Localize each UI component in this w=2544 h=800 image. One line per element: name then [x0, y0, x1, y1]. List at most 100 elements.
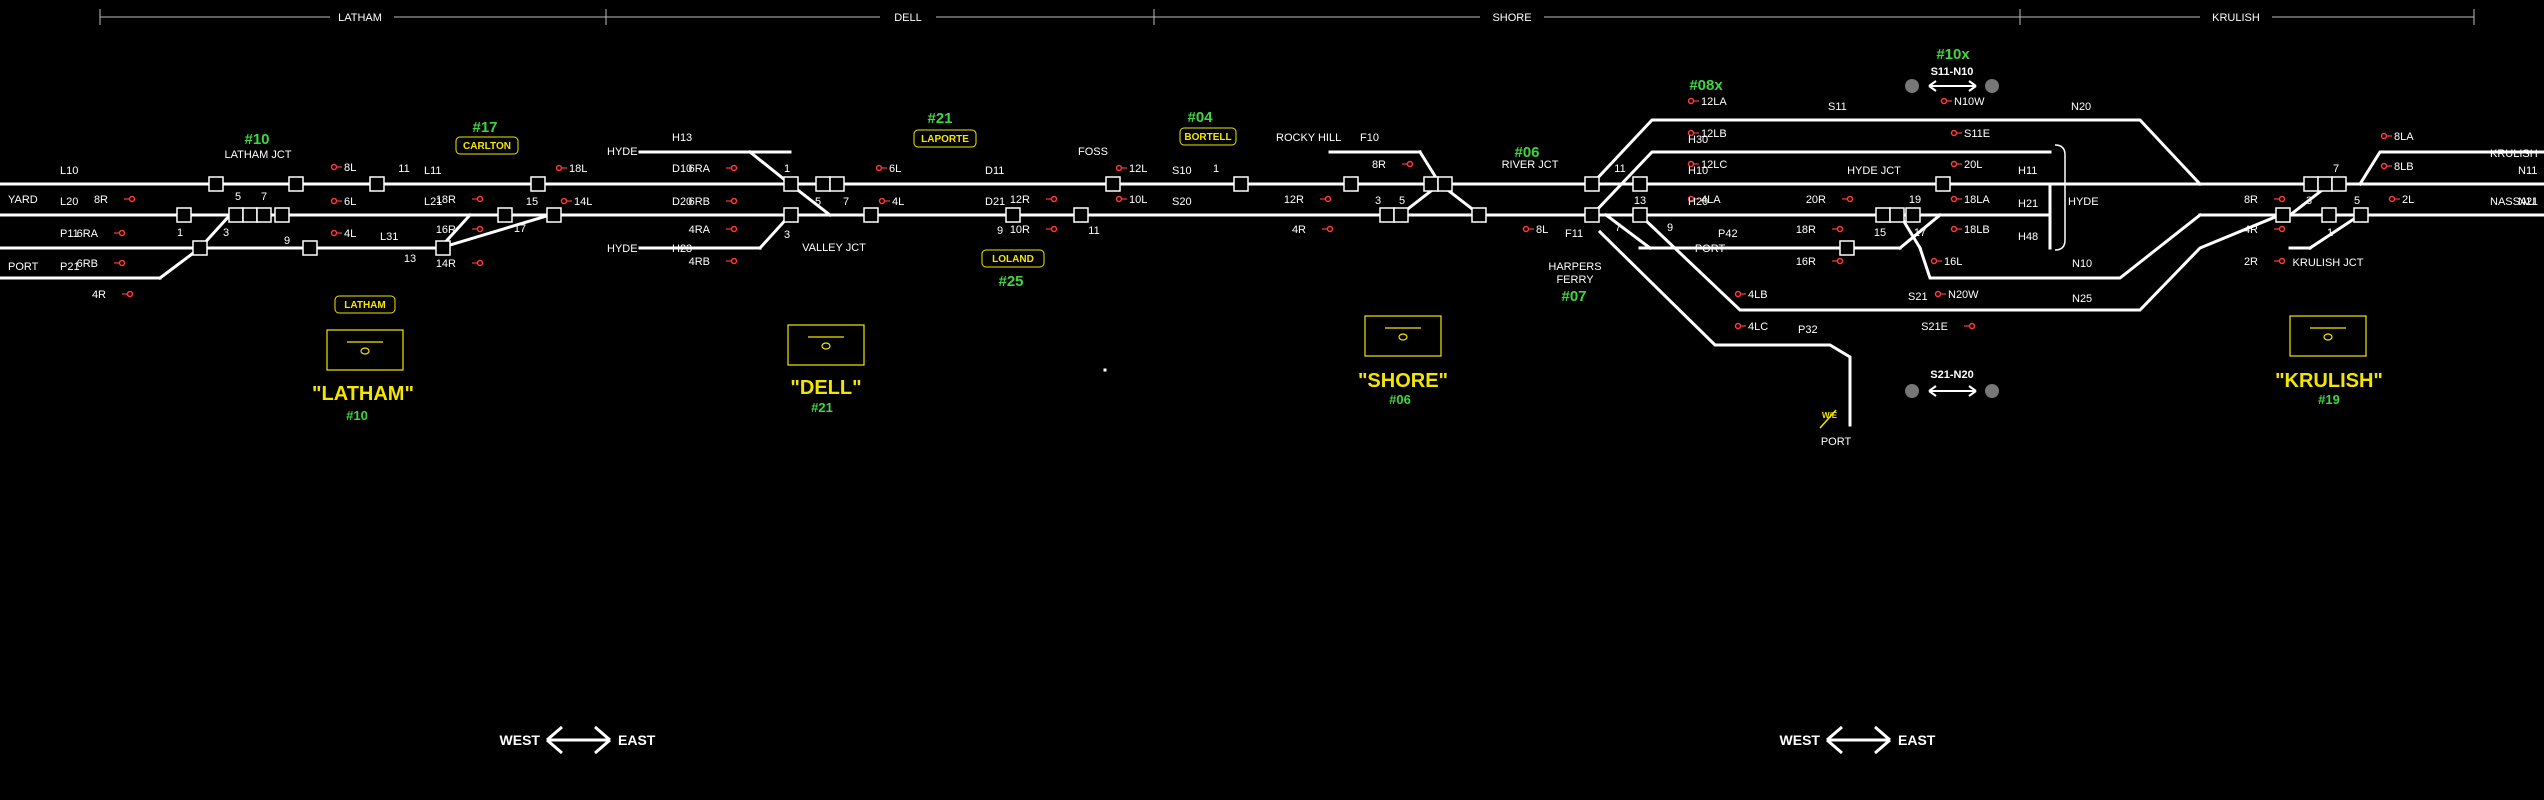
signal[interactable]	[114, 229, 126, 237]
signal[interactable]	[330, 163, 343, 171]
signal[interactable]	[472, 195, 484, 203]
signal-head-icon	[1950, 160, 1958, 168]
switch-number: 5	[235, 191, 241, 203]
signal[interactable]	[1940, 97, 1953, 105]
signal[interactable]	[1322, 225, 1334, 233]
place-label: NASSAU	[2490, 196, 2535, 208]
track-layout	[0, 118, 2544, 427]
signal[interactable]	[1046, 225, 1058, 233]
track-label: L20	[60, 196, 78, 208]
tag-carlton[interactable]: CARLTON	[463, 141, 511, 152]
signal[interactable]	[1842, 195, 1854, 203]
signal[interactable]	[1832, 225, 1844, 233]
signal[interactable]	[555, 164, 568, 172]
signal[interactable]	[2274, 225, 2286, 233]
signal[interactable]	[330, 229, 343, 237]
signal[interactable]	[2274, 195, 2286, 203]
signal-head-icon	[1326, 225, 1334, 233]
signal-label: 6RB	[77, 258, 98, 270]
signal[interactable]	[1950, 195, 1963, 203]
signal[interactable]	[472, 225, 484, 233]
signal[interactable]	[1950, 225, 1963, 233]
signal-label: 4LA	[1701, 194, 1721, 206]
signal[interactable]	[726, 197, 738, 205]
signal-label: 4L	[892, 196, 904, 208]
track-label: N11	[2518, 165, 2537, 177]
signal-label: N10W	[1954, 96, 1985, 108]
signal[interactable]	[726, 257, 738, 265]
signal-label: 18LB	[1964, 224, 1990, 236]
place-label: PORT	[8, 261, 39, 273]
signal[interactable]	[1934, 290, 1947, 298]
signal[interactable]	[1687, 97, 1700, 105]
signal[interactable]	[1930, 257, 1943, 265]
signal[interactable]	[114, 259, 126, 267]
place-label: FERRY	[1556, 274, 1594, 286]
signal[interactable]	[1964, 322, 1976, 330]
signal-label: 12R	[1284, 194, 1304, 206]
track-label: S11	[1828, 101, 1847, 113]
crossing-s11-n10[interactable]	[1905, 79, 1999, 93]
signal-head-icon	[1846, 195, 1854, 203]
place-label: HYDE JCT	[1847, 165, 1901, 177]
signal[interactable]	[1950, 160, 1963, 168]
signal-head-icon	[730, 164, 738, 172]
station-num-dell: #21	[811, 400, 833, 415]
crossing-s21-n20[interactable]	[1905, 384, 1999, 398]
signal[interactable]	[875, 164, 888, 172]
signal[interactable]	[726, 225, 738, 233]
tag-laporte[interactable]: LAPORTE	[921, 134, 969, 145]
signal[interactable]	[1734, 290, 1747, 298]
signal[interactable]	[1046, 195, 1058, 203]
signal-head-icon	[1115, 164, 1123, 172]
signal-label: 18LA	[1964, 194, 1990, 206]
signal[interactable]	[2388, 195, 2401, 203]
signal[interactable]	[560, 197, 573, 205]
signal[interactable]	[1320, 195, 1332, 203]
signal[interactable]	[2274, 257, 2286, 265]
place-label: HYDE	[2068, 196, 2099, 208]
tag-loland[interactable]: LOLAND	[992, 254, 1034, 265]
tag-bortell[interactable]: BORTELL	[1184, 132, 1231, 143]
switch-number: 1	[1213, 163, 1219, 175]
signal[interactable]	[2380, 162, 2393, 170]
signal-label: 2R	[2244, 256, 2258, 268]
track-label: L10	[60, 165, 78, 177]
signal-head-icon	[330, 197, 338, 205]
track-label: S20	[1172, 196, 1192, 208]
signal[interactable]	[1402, 160, 1414, 168]
tag-latham[interactable]: LATHAM	[344, 300, 385, 311]
signal[interactable]	[1115, 164, 1128, 172]
signal-label: N20W	[1948, 289, 1979, 301]
signal[interactable]	[1522, 225, 1535, 233]
signal-head-icon	[1687, 97, 1695, 105]
signal[interactable]	[1687, 160, 1700, 168]
signal-head-icon	[2380, 162, 2388, 170]
signal-head-icon	[2380, 132, 2388, 140]
station-num-latham: #10	[346, 408, 368, 423]
signal[interactable]	[1950, 129, 1963, 137]
station-boxes[interactable]	[326, 315, 2367, 371]
place-label: RIVER JCT	[1502, 159, 1559, 171]
signal[interactable]	[878, 197, 891, 205]
signal[interactable]	[122, 290, 134, 298]
signal-head-icon	[330, 229, 338, 237]
signal[interactable]	[124, 195, 136, 203]
signal-head-icon	[1050, 225, 1058, 233]
signal[interactable]	[1687, 195, 1700, 203]
signal[interactable]	[2380, 132, 2393, 140]
place-label: YARD	[8, 194, 38, 206]
signal-head-icon	[118, 229, 126, 237]
signal[interactable]	[1687, 129, 1700, 137]
signal-label: 6L	[889, 163, 901, 175]
direction-arrow-1	[546, 725, 611, 755]
signal[interactable]	[472, 259, 484, 267]
place-label: LATHAM JCT	[224, 149, 291, 161]
signal[interactable]	[330, 197, 343, 205]
signal[interactable]	[1115, 195, 1128, 203]
signal[interactable]	[726, 164, 738, 172]
signal[interactable]	[1832, 257, 1844, 265]
zone-label-latham: LATHAM	[338, 12, 382, 24]
signal[interactable]	[1734, 322, 1747, 330]
